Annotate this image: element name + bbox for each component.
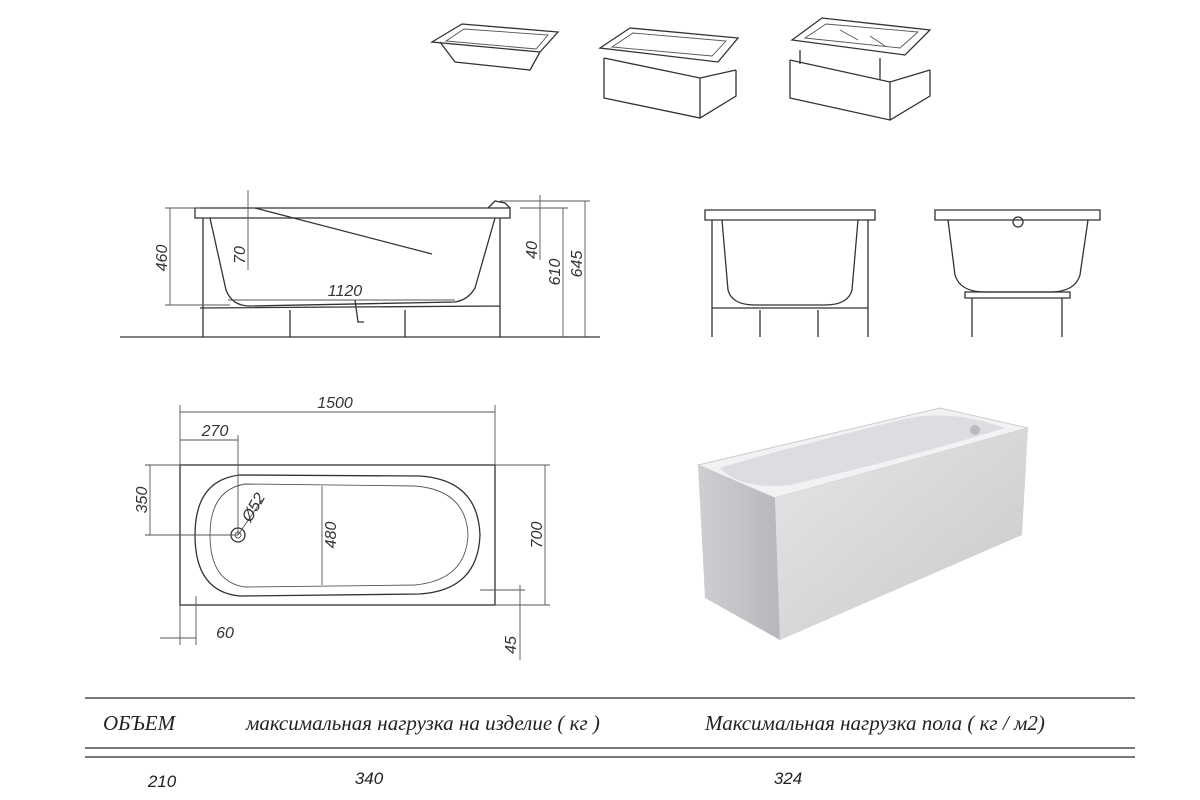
plan-view: 1500 270 350 Ø52 480 700 60 45 xyxy=(134,395,550,660)
value-max-load-product: 340 xyxy=(355,769,384,788)
header-max-floor-load: Максимальная нагрузка пола ( кг / м2) xyxy=(704,711,1045,735)
dim-270: 270 xyxy=(201,423,229,440)
bathtub-3d-render xyxy=(696,407,1029,640)
value-max-floor-load: 324 xyxy=(774,769,802,788)
thumbnail-tub-with-frame-and-panel xyxy=(789,17,932,121)
dim-1500: 1500 xyxy=(317,395,353,412)
header-max-load-product: максимальная нагрузка на изделие ( кг ) xyxy=(245,711,600,735)
dim-645: 645 xyxy=(569,251,586,278)
dim-480: 480 xyxy=(323,522,340,549)
header-volume: ОБЪЕМ xyxy=(103,711,177,735)
dim-45: 45 xyxy=(503,636,520,654)
dim-70: 70 xyxy=(232,246,249,264)
thumbnail-tub-only xyxy=(429,23,560,71)
dim-diameter-52: Ø52 xyxy=(239,490,269,526)
dim-60: 60 xyxy=(216,625,234,642)
value-volume: 210 xyxy=(147,772,177,791)
specs-table: ОБЪЕМ максимальная нагрузка на изделие (… xyxy=(85,697,1135,791)
dim-350: 350 xyxy=(134,487,151,514)
dim-40: 40 xyxy=(524,241,541,259)
end-view-front xyxy=(934,209,1101,337)
thumbnail-tub-with-panel xyxy=(598,27,740,119)
dim-460: 460 xyxy=(154,245,171,272)
side-view: 460 70 1120 40 610 645 xyxy=(120,190,600,338)
dim-700: 700 xyxy=(529,522,546,549)
dim-610: 610 xyxy=(547,259,564,286)
dim-1120: 1120 xyxy=(328,283,363,300)
end-view-frame xyxy=(704,209,876,337)
